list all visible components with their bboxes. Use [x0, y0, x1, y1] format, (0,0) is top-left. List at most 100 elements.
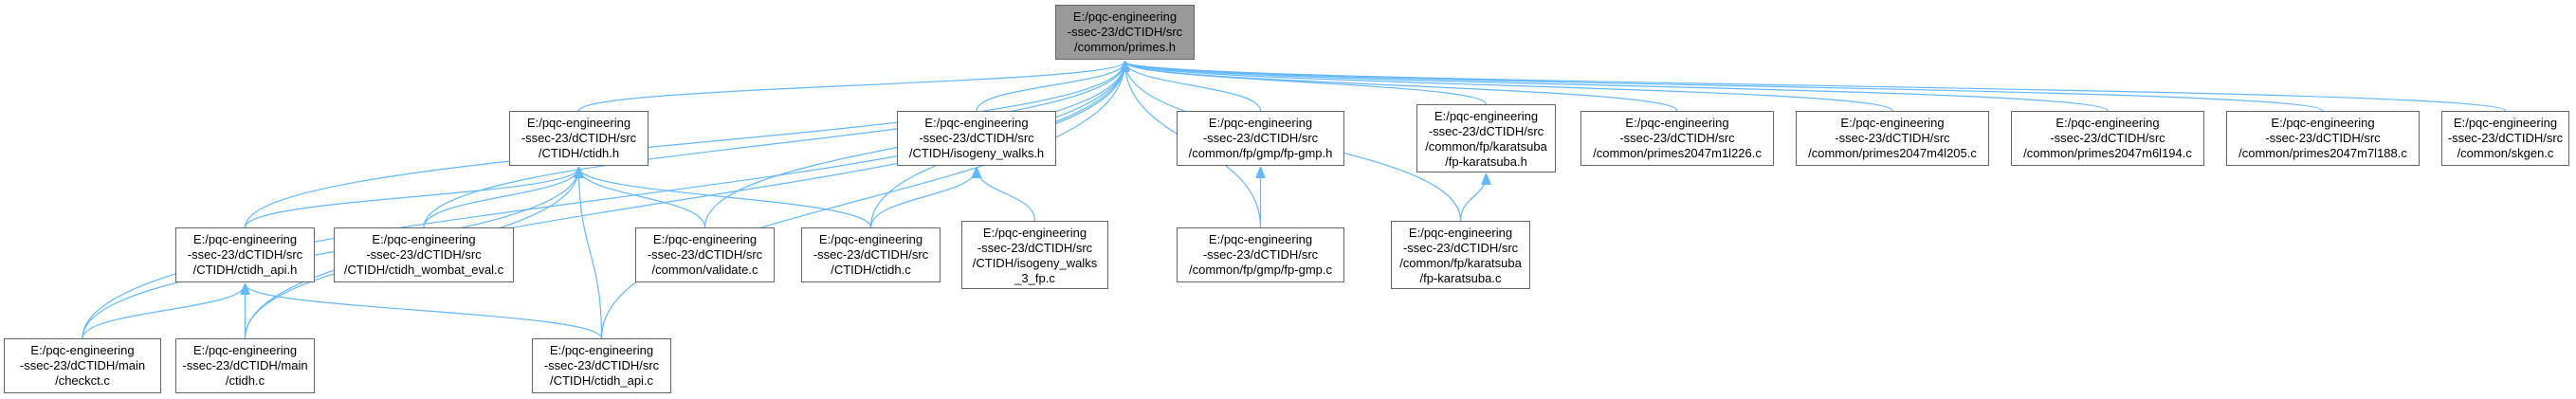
graph-node-label-line: -ssec-23/dCTIDH/src	[1835, 131, 1950, 145]
graph-node-label-line: E:/pqc-engineering	[2271, 116, 2375, 130]
graph-node-primes2047m7l188-c[interactable]: E:/pqc-engineering-ssec-23/dCTIDH/src/co…	[2226, 111, 2420, 166]
graph-node-label-line: E:/pqc-engineering	[1840, 116, 1945, 130]
graph-node-label-line: /CTIDH/ctidh.c	[831, 263, 911, 277]
graph-node-label-line: /CTIDH/isogeny_walks.h	[908, 146, 1045, 160]
edge-ctidh-h-to-primes-h	[577, 62, 1125, 112]
graph-node-label-line: -ssec-23/dCTIDH/src	[2050, 131, 2165, 145]
edge-ctidh-c-to-ctidh-h	[579, 168, 872, 228]
graph-node-label-line: /common/skgen.c	[2457, 146, 2554, 160]
edge-primes2047m4l205-c-to-primes-h	[1125, 62, 1893, 112]
graph-node-label-line: -ssec-23/dCTIDH/src	[647, 247, 763, 262]
graph-node-primes2047m4l205-c[interactable]: E:/pqc-engineering-ssec-23/dCTIDH/src/co…	[1796, 111, 1989, 166]
graph-node-label-line: /common/primes2047m1l226.c	[1593, 146, 1762, 160]
graph-node-label-line: E:/pqc-engineering	[818, 232, 923, 246]
graph-node-label-line: /CTIDH/ctidh_wombat_eval.c	[343, 263, 504, 277]
graph-node-label-line: -ssec-23/dCTIDH/src	[1202, 247, 1319, 262]
graph-node-skgen-c[interactable]: E:/pqc-engineering-ssec-23/dCTIDH/src/co…	[2441, 111, 2569, 166]
graph-node-ctidh-c[interactable]: E:/pqc-engineering-ssec-23/dCTIDH/src/CT…	[801, 227, 941, 282]
graph-node-label-line: E:/pqc-engineering	[2453, 116, 2558, 130]
graph-node-label-line: /ctidh.c	[225, 373, 265, 388]
graph-node-label-line: /common/primes.h	[1074, 40, 1176, 54]
graph-node-label-line: -ssec-23/dCTIDH/src	[1402, 241, 1519, 255]
graph-node-fp-karatsuba-c[interactable]: E:/pqc-engineering-ssec-23/dCTIDH/src/co…	[1391, 221, 1530, 289]
graph-node-label-line: E:/pqc-engineering	[2055, 116, 2160, 130]
edge-checkct-c-to-primes-h	[82, 62, 1125, 339]
graph-node-label-line: -ssec-23/dCTIDH/src	[187, 247, 303, 262]
graph-node-primes2047m1l226-c[interactable]: E:/pqc-engineering-ssec-23/dCTIDH/src/co…	[1580, 111, 1774, 166]
graph-node-label-line: -ssec-23/dCTIDH/src	[543, 358, 660, 372]
graph-node-label-line: /CTIDH/ctidh.h	[538, 146, 620, 160]
edge-ctidh-wombat-eval-c-to-primes-h	[423, 62, 1125, 228]
graph-node-label-line: /common/primes2047m7l188.c	[2238, 146, 2407, 160]
graph-node-label-line: /common/fp/gmp/fp-gmp.h	[1188, 146, 1333, 160]
graph-node-label-line: /fp-karatsuba.h	[1445, 154, 1527, 169]
graph-node-ctidh-api-h[interactable]: E:/pqc-engineering-ssec-23/dCTIDH/src/CT…	[175, 227, 315, 282]
graph-node-label-line: -ssec-23/dCTIDH/src	[366, 247, 482, 262]
graph-node-isogeny-walks-3-fp-c[interactable]: E:/pqc-engineering-ssec-23/dCTIDH/src/CT…	[961, 221, 1108, 289]
edge-fp-karatsuba-c-to-fp-karatsuba-h	[1459, 174, 1487, 222]
graph-node-label-line: /CTIDH/isogeny_walks	[972, 256, 1098, 270]
graph-node-label-line: E:/pqc-engineering	[192, 232, 298, 246]
graph-node-label-line: -ssec-23/dCTIDH/src	[521, 131, 637, 145]
graph-node-label-line: /common/primes2047m4l205.c	[1808, 146, 1977, 160]
graph-node-label-line: E:/pqc-engineering	[372, 232, 476, 246]
edge-main-ctidh-c-to-primes-h	[244, 62, 1125, 339]
graph-node-label-line: /common/fp/karatsuba	[1399, 256, 1522, 270]
edge-ctidh-wombat-eval-c-to-ctidh-h	[423, 168, 579, 228]
graph-node-label-line: -ssec-23/dCTIDH/main	[182, 358, 308, 372]
graph-node-ctidh-api-c[interactable]: E:/pqc-engineering-ssec-23/dCTIDH/src/CT…	[532, 338, 671, 393]
graph-node-isogeny-walks-h[interactable]: E:/pqc-engineering-ssec-23/dCTIDH/src/CT…	[897, 111, 1056, 166]
graph-node-label-line: E:/pqc-engineering	[1408, 226, 1513, 240]
graph-node-label-line: /CTIDH/ctidh_api.c	[549, 373, 654, 388]
graph-node-label-line: -ssec-23/dCTIDH/src	[919, 131, 1034, 145]
graph-node-label-line: E:/pqc-engineering	[526, 116, 631, 130]
graph-node-label-line: /common/fp/karatsuba	[1425, 139, 1547, 154]
graph-node-label-line: E:/pqc-engineering	[549, 343, 654, 357]
graph-node-label-line: -ssec-23/dCTIDH/src	[1202, 131, 1319, 145]
graph-node-label-line: _3_fp.c	[1014, 271, 1055, 285]
graph-node-label-line: E:/pqc-engineering	[30, 343, 135, 357]
edge-checkct-c-to-ctidh-api-h	[82, 284, 246, 339]
edge-ctidh-api-c-to-primes-h	[600, 62, 1125, 339]
graph-node-label-line: E:/pqc-engineering	[1072, 9, 1178, 24]
graph-node-label-line: -ssec-23/dCTIDH/src	[1067, 25, 1183, 39]
graph-node-main-ctidh-c[interactable]: E:/pqc-engineering-ssec-23/dCTIDH/main/c…	[175, 338, 315, 393]
edge-checkct-c-to-ctidh-h	[82, 168, 579, 339]
graph-node-label-line: -ssec-23/dCTIDH/main	[19, 358, 146, 372]
graph-node-label-line: -ssec-23/dCTIDH/src	[2447, 131, 2564, 145]
graph-node-fp-karatsuba-h[interactable]: E:/pqc-engineering-ssec-23/dCTIDH/src/co…	[1416, 104, 1556, 172]
edge-ctidh-api-c-to-ctidh-api-h	[246, 284, 603, 339]
graph-node-label-line: /CTIDH/ctidh_api.h	[192, 263, 298, 277]
edge-ctidh-api-h-to-ctidh-h	[244, 168, 579, 228]
graph-node-label-line: /common/fp/gmp/fp-gmp.c	[1189, 263, 1332, 277]
graph-node-label-line: E:/pqc-engineering	[1208, 232, 1313, 246]
graph-node-label-line: E:/pqc-engineering	[1434, 109, 1539, 123]
edge-ctidh-api-h-to-primes-h	[244, 62, 1125, 228]
graph-node-primes-h[interactable]: E:/pqc-engineering-ssec-23/dCTIDH/src/co…	[1055, 5, 1195, 60]
graph-node-label-line: E:/pqc-engineering	[192, 343, 298, 357]
graph-node-checkct-c[interactable]: E:/pqc-engineering-ssec-23/dCTIDH/main/c…	[4, 338, 161, 393]
graph-node-label-line: -ssec-23/dCTIDH/src	[2265, 131, 2381, 145]
graph-node-label-line: -ssec-23/dCTIDH/src	[977, 241, 1093, 255]
graph-node-ctidh-wombat-eval-c[interactable]: E:/pqc-engineering-ssec-23/dCTIDH/src/CT…	[334, 227, 514, 282]
graph-node-fp-gmp-c[interactable]: E:/pqc-engineering-ssec-23/dCTIDH/src/co…	[1177, 227, 1344, 282]
edge-fp-gmp-h-to-primes-h	[1125, 62, 1262, 112]
graph-node-validate-c[interactable]: E:/pqc-engineering-ssec-23/dCTIDH/src/co…	[635, 227, 775, 282]
graph-node-label-line: E:/pqc-engineering	[1625, 116, 1729, 130]
graph-node-label-line: /checkct.c	[55, 373, 110, 388]
graph-node-fp-gmp-h[interactable]: E:/pqc-engineering-ssec-23/dCTIDH/src/co…	[1177, 111, 1344, 166]
edge-isogeny-walks-h-to-primes-h	[976, 62, 1125, 112]
edge-primes2047m6l194-c-to-primes-h	[1125, 62, 2109, 112]
graph-node-label-line: E:/pqc-engineering	[924, 116, 1029, 130]
graph-node-primes2047m6l194-c[interactable]: E:/pqc-engineering-ssec-23/dCTIDH/src/co…	[2011, 111, 2204, 166]
graph-node-label-line: E:/pqc-engineering	[1208, 116, 1313, 130]
graph-node-ctidh-h[interactable]: E:/pqc-engineering-ssec-23/dCTIDH/src/CT…	[509, 111, 649, 166]
graph-node-label-line: /common/validate.c	[651, 263, 758, 277]
graph-node-label-line: -ssec-23/dCTIDH/src	[1619, 131, 1735, 145]
graph-node-label-line: E:/pqc-engineering	[982, 226, 1087, 240]
graph-node-label-line: /common/primes2047m6l194.c	[2023, 146, 2192, 160]
edge-ctidh-api-c-to-ctidh-h	[579, 168, 603, 339]
graph-node-label-line: /fp-karatsuba.c	[1419, 271, 1502, 285]
graph-node-label-line: E:/pqc-engineering	[652, 232, 758, 246]
